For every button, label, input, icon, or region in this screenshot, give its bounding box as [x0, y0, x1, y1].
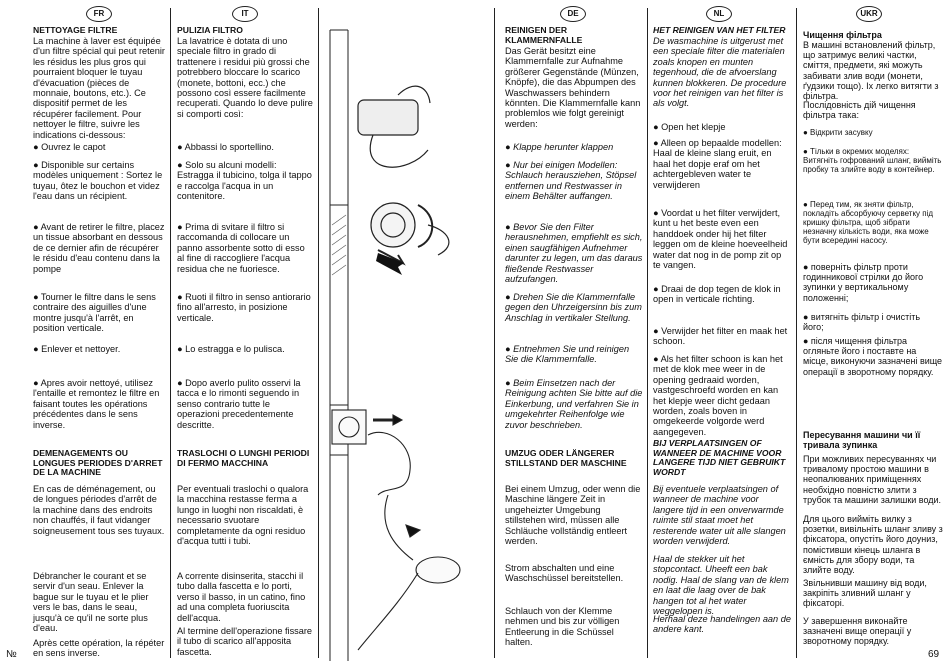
cabinet-outline	[329, 29, 349, 661]
list-item: ● Відкрити засувку	[803, 128, 873, 137]
list-item: ● Als het filter schoon is kan het met d…	[653, 354, 783, 437]
column-divider	[647, 8, 648, 658]
column-divider	[170, 8, 171, 658]
list-item: ● Lo estragga e lo pulisca.	[177, 344, 285, 354]
paragraph: En cas de déménagement, ou de longues pé…	[33, 484, 165, 536]
column-nl: HET REINIGEN VAN HET FILTER De wasmachin…	[653, 25, 791, 656]
list-item: ● Dopo averlo pulito osservi la tacca e …	[177, 378, 301, 430]
list-item: ● Open het klepje	[653, 122, 726, 132]
list-item: ● Enlever et nettoyer.	[33, 344, 121, 354]
paragraph: Strom abschalten und eine Waschschüssel …	[505, 563, 624, 584]
list-item: ● Nur bei einigen Modellen: Schlauch her…	[505, 160, 637, 202]
list-item: ● Klappe herunter klappen	[505, 142, 614, 152]
paragraph: При можливих пересуваннях чи тривалому п…	[803, 454, 942, 505]
list-item: ● Beim Einsetzen nach der Reinigung acht…	[505, 378, 643, 430]
arrow-icon	[376, 253, 404, 275]
paragraph: Звільнивши машину від води, закріпіть зл…	[803, 578, 927, 609]
paragraph: В машині встановлений фільтр, що затриму…	[803, 40, 939, 102]
paragraph: Das Gerät besitzt eine Klammernfalle zur…	[505, 46, 641, 129]
language-badge-de: DE	[560, 6, 586, 22]
paragraph: Herhaal deze handelingen aan de andere k…	[653, 614, 791, 635]
list-item: ● Alleen op bepaalde modellen: Haal de k…	[653, 138, 782, 190]
language-badge-uk: UKR	[856, 6, 882, 22]
section-heading: TRASLOCHI O LUNGHI PERIODI DI FERMO MACC…	[177, 448, 310, 468]
paragraph: Bij eventuele verplaatsingen of wanneer …	[653, 484, 786, 547]
paragraph: Для цього вийміть вилку з розетки, вивіл…	[803, 514, 943, 576]
language-badge-fr: FR	[86, 6, 112, 22]
list-item: ● Ouvrez le capot	[33, 142, 106, 152]
paragraph: Schlauch von der Klemme nehmen und bis z…	[505, 606, 620, 648]
section-heading: Пересування машини чи її тривала зупинка	[803, 430, 921, 451]
section-heading: REINIGEN DER KLAMMERNFALLE	[505, 25, 583, 45]
paragraph: Haal de stekker uit het stopcontact. Uhe…	[653, 554, 789, 617]
wall-socket-drawing	[331, 409, 411, 496]
section-heading: BIJ VERPLAATSINGEN OF WANNEER DE MACHINE…	[653, 438, 786, 477]
column-it: PULIZIA FILTRO La lavatrice è dotata di …	[177, 25, 313, 657]
paragraph: У завершення виконайте зазначені вище оп…	[803, 616, 912, 647]
language-badge-it: IT	[232, 6, 258, 22]
list-item: ● Apres avoir nettoyé, utilisez l'entail…	[33, 378, 160, 430]
list-item: ● після чищення фільтра огляньте його і …	[803, 336, 943, 377]
list-item: ● Draai de dop tegen de klok in open in …	[653, 284, 781, 305]
list-item: ● Тільки в окремих моделях: Витягніть го…	[803, 147, 942, 174]
column-divider	[796, 8, 797, 658]
filter-hatch-panel	[331, 214, 347, 276]
column-divider	[494, 8, 495, 658]
paragraph: Bei einem Umzug, oder wenn die Maschine …	[505, 484, 641, 547]
list-item: ● Drehen Sie die Klammernfalle gegen den…	[505, 292, 642, 323]
hose-drawing	[357, 85, 431, 168]
page-number-right: 69	[928, 649, 940, 660]
bucket-drawing	[357, 494, 461, 651]
section-heading: Чищення фільтра	[803, 30, 882, 40]
page-number-left: №	[6, 649, 17, 660]
paragraph: La machine à laver est équipée d'un filt…	[33, 36, 165, 140]
list-item: ● Entnehmen Sie und reinigen Sie die Kla…	[505, 344, 630, 365]
column-divider	[318, 8, 319, 658]
section-heading: HET REINIGEN VAN HET FILTER	[653, 25, 786, 35]
language-badge-nl: NL	[706, 6, 732, 22]
filter-illustrations	[329, 29, 461, 661]
paragraph: Al termine dell'operazione fissare il tu…	[177, 626, 313, 657]
section-heading: NETTOYAGE FILTRE	[33, 25, 118, 35]
list-item: ● Avant de retirer le filtre, placez un …	[33, 222, 165, 274]
section-heading: PULIZIA FILTRO	[177, 25, 243, 35]
list-item: ● Перед тим, як зняти фільтр, покладіть …	[803, 200, 934, 245]
list-item: ● Tourner le filtre dans le sens contrai…	[33, 292, 156, 334]
section-heading: DEMENAGEMENTS OU LONGUES PERIODES D'ARRE…	[33, 448, 163, 478]
column-de: REINIGEN DER KLAMMERNFALLE Das Gerät bes…	[505, 25, 643, 656]
section-heading: UMZUG ODER LÄNGERER STILLSTAND DER MASCH…	[505, 448, 627, 468]
paragraph: Послідовність дій чищення фільтра така:	[803, 100, 916, 121]
paragraph: A corrente disinserita, stacchi il tubo …	[177, 571, 306, 623]
list-item: ● Ruoti il filtro in senso antiorario fi…	[177, 292, 311, 323]
list-item: ● Abbassi lo sportellino.	[177, 142, 274, 152]
list-item: ● поверніть фільтр проти годинникової ст…	[803, 262, 924, 303]
paragraph: La lavatrice è dotata di uno speciale fi…	[177, 36, 313, 119]
paragraph: Après cette opération, la répéter en sen…	[33, 638, 165, 659]
paragraph: Débrancher le courant et se servir d'un …	[33, 571, 149, 634]
list-item: ● Prima di svitare il filtro si raccoman…	[177, 222, 305, 274]
list-item: ● Disponible sur certains modèles unique…	[33, 160, 163, 202]
paragraph: Per eventuali traslochi o qualora la mac…	[177, 484, 309, 547]
list-item: ● витягніть фільтр і очистіть його;	[803, 312, 921, 333]
list-item: ● Verwijder het filter en maak het schoo…	[653, 326, 788, 347]
paragraph: De wasmachine is uitgerust met een speci…	[653, 36, 787, 109]
list-item: ● Solo su alcuni modelli: Estragga il tu…	[177, 160, 312, 202]
column-uk: Чищення фільтра В машині встановлений фі…	[803, 26, 943, 656]
list-item: ● Bevor Sie den Filter herausnehmen, emp…	[505, 222, 643, 285]
column-fr: NETTOYAGE FILTRE La machine à laver est …	[33, 25, 166, 659]
list-item: ● Voordat u het filter verwijdert, kunt …	[653, 208, 788, 271]
